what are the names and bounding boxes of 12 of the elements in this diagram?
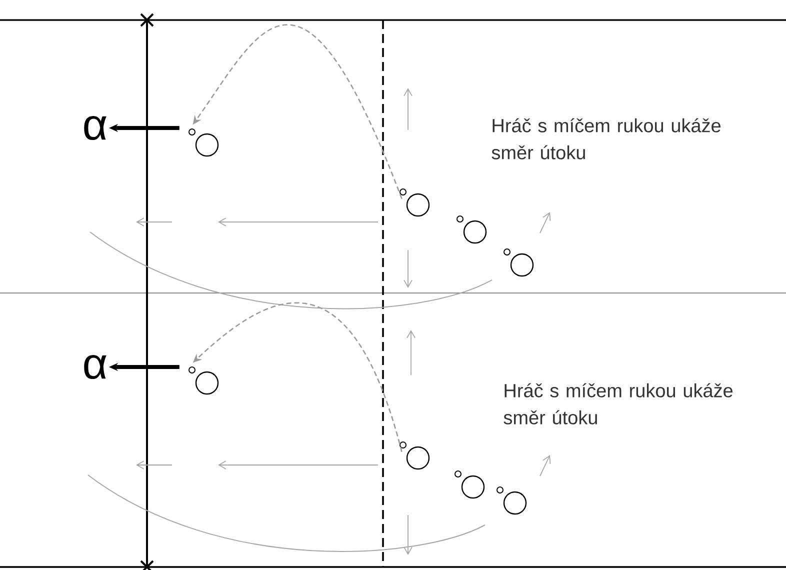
player-icon [504, 248, 534, 277]
player-icon [400, 188, 430, 217]
player-icon [400, 442, 430, 470]
defender-symbol: α [84, 354, 106, 380]
player-icon [188, 366, 219, 395]
defender-symbol: α [84, 116, 106, 140]
player-icon [456, 216, 487, 244]
player-icon [188, 128, 219, 157]
note-text: Hráč s míčem rukou ukáže směr útoku [492, 118, 721, 160]
player-icon [496, 486, 527, 515]
note-text: Hráč s míčem rukou ukáže směr útoku [504, 383, 733, 424]
player-icon [454, 470, 485, 499]
